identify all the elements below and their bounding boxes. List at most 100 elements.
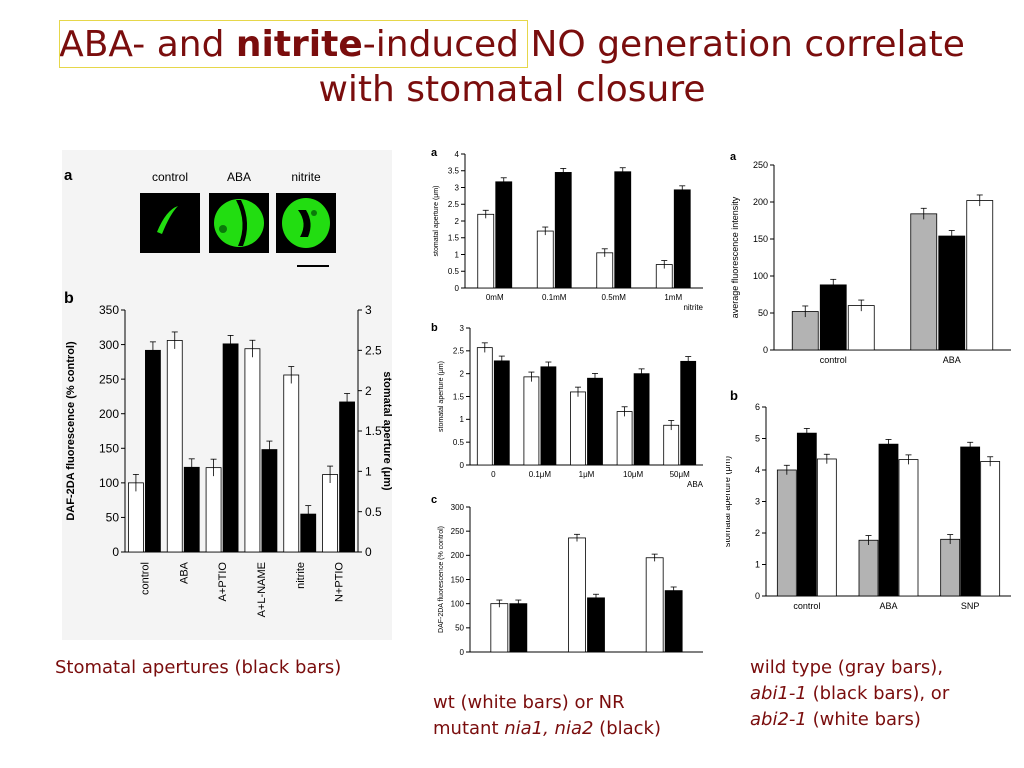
caption-right-line-1: wild type (gray bars), <box>750 657 944 678</box>
y-tick-label: 250 <box>753 160 768 170</box>
x-tick-label: 10μM <box>623 470 644 479</box>
bar <box>816 458 837 597</box>
bar <box>183 466 200 553</box>
x-tick-label: 0.5mM <box>602 293 627 302</box>
bar <box>570 391 586 466</box>
bar <box>858 539 879 597</box>
y-tick-label: 0.5 <box>448 267 460 276</box>
bar <box>664 590 683 653</box>
x-tick-label: 1μM <box>579 470 595 479</box>
x-tick-label: 0.1mM <box>542 293 567 302</box>
y-tick-label: 100 <box>451 599 465 608</box>
panel-label: c <box>431 494 437 506</box>
y-axis-label: DAF-2DA fluorescence (% control) <box>438 526 445 633</box>
y-tick-label: 200 <box>99 407 119 421</box>
y-tick-label: 0 <box>460 648 465 656</box>
x-tick-label: ABA <box>943 355 961 365</box>
y2-tick-label: 1 <box>365 465 372 479</box>
bar <box>796 432 817 597</box>
micrograph-aba <box>209 193 269 253</box>
bar <box>568 537 586 653</box>
bar <box>587 597 605 653</box>
title-line-1: ABA- and nitrite-induced NO generation c… <box>0 22 1024 67</box>
bar <box>554 172 572 289</box>
bar <box>536 230 554 289</box>
y-tick-label: 150 <box>99 441 119 455</box>
y-tick-label: 3 <box>455 183 460 192</box>
y-tick-label: 5 <box>755 434 760 444</box>
bar <box>596 252 614 289</box>
y-tick-label: 6 <box>755 402 760 412</box>
x-tick-label: ABA <box>879 601 897 611</box>
bar <box>493 360 510 466</box>
y-tick-label: 3 <box>460 324 465 333</box>
y2-tick-label: 2 <box>365 384 372 398</box>
bar <box>940 538 961 597</box>
y-tick-label: 350 <box>99 303 119 317</box>
bar <box>205 467 222 553</box>
x-tick-label: ABA <box>178 561 190 584</box>
y-tick-label: 2 <box>755 528 760 538</box>
bar <box>910 213 938 351</box>
y-tick-label: 2 <box>460 369 465 378</box>
caption-left: Stomatal apertures (black bars) <box>55 657 342 678</box>
y-tick-label: 3 <box>755 497 760 507</box>
bar <box>645 557 664 653</box>
bar <box>960 446 981 597</box>
y-tick-label: 0 <box>755 591 760 601</box>
x-tick-label: control <box>820 355 847 365</box>
bar <box>819 284 847 351</box>
bar <box>614 171 632 289</box>
x-tick-label: nitrite <box>295 562 307 589</box>
y-tick-label: 100 <box>753 271 768 281</box>
bar <box>898 459 919 597</box>
title-text-pre: ABA- and <box>59 24 236 65</box>
bar <box>980 461 1001 597</box>
x-tick-label: A+L-NAME <box>256 562 268 617</box>
y-tick-label: 1.5 <box>448 234 460 243</box>
micrograph-nitrite <box>276 193 336 253</box>
bar <box>587 377 603 466</box>
y-axis-label: stomatal aperture (μm) <box>433 186 440 257</box>
bar <box>633 373 650 466</box>
micrograph-label-nitrite: nitrite <box>291 170 321 184</box>
y-tick-label: 4 <box>755 465 760 475</box>
x-tick-label: 0mM <box>486 293 504 302</box>
bar <box>680 360 697 466</box>
panel-label: a <box>431 147 438 159</box>
bar <box>878 443 899 597</box>
y-tick-label: 300 <box>451 503 465 512</box>
bar <box>938 235 966 351</box>
y2-tick-label: 1.5 <box>365 424 382 438</box>
x-axis-note: nitrite <box>683 303 703 312</box>
y-tick-label: 50 <box>455 624 464 633</box>
bar <box>509 603 528 653</box>
y-tick-label: 100 <box>99 476 119 490</box>
bar <box>477 213 495 289</box>
bar <box>663 424 680 466</box>
y-tick-label: 2.5 <box>453 347 465 356</box>
x-tick-label: SNP <box>961 601 980 611</box>
bar <box>523 376 540 466</box>
title-text-post: -induced NO generation correlate <box>362 24 965 65</box>
bar <box>616 411 633 466</box>
y-tick-label: 50 <box>758 308 768 318</box>
y2-axis-label: stomatal aperture (μm) <box>381 371 392 491</box>
y-tick-label: 200 <box>451 551 465 560</box>
bar <box>791 311 819 351</box>
y2-tick-label: 3 <box>365 303 372 317</box>
x-tick-label: 0 <box>491 470 496 479</box>
bar <box>166 340 183 553</box>
y-axis-label: stomatal aperture (μm) <box>438 361 445 432</box>
y2-tick-label: 2.5 <box>365 344 382 358</box>
x-axis-note: ABA <box>687 480 704 489</box>
panel-label-a: a <box>64 167 73 184</box>
left-figure: a control ABA nitrite b05010015020025030… <box>62 150 392 640</box>
